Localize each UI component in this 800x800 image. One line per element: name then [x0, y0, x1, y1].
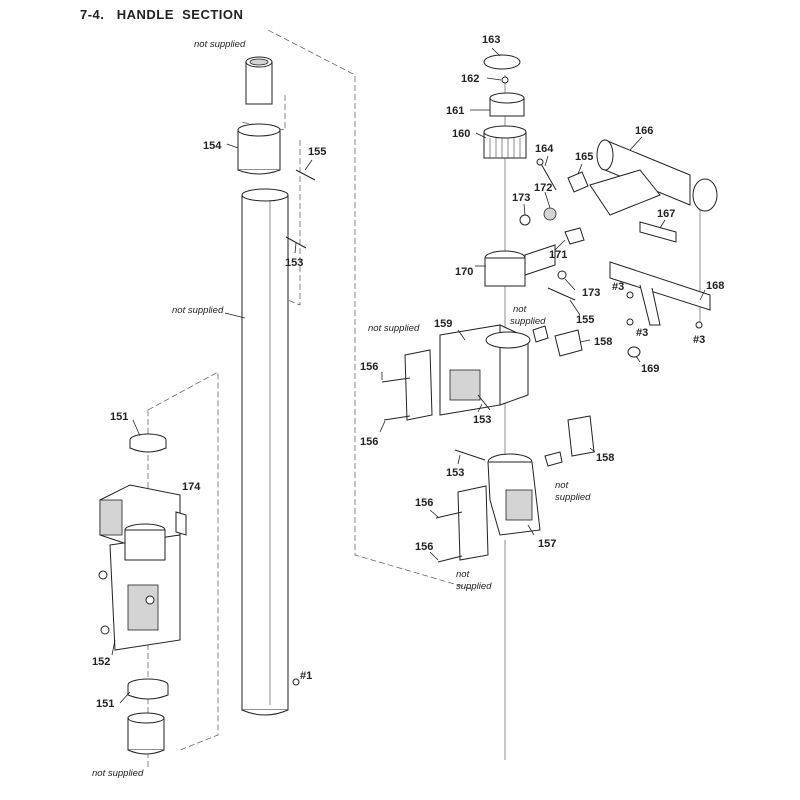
screw-1 — [292, 678, 300, 686]
bushing-169 — [627, 346, 641, 358]
pins-left — [285, 169, 316, 249]
label-screw-1: #1 — [300, 670, 312, 682]
label-172: 172 — [534, 182, 552, 194]
label-173-lower: 173 — [582, 287, 600, 299]
note-not-supplied-plate-lower-line2: supplied — [456, 581, 492, 592]
section-title: 7-4. HANDLE SECTION — [80, 7, 244, 22]
label-164: 164 — [535, 143, 554, 155]
label-154: 154 — [203, 140, 222, 152]
pin-153-lower — [454, 449, 486, 461]
label-162: 162 — [461, 73, 479, 85]
label-151-upper: 151 — [110, 411, 128, 423]
bracket-159 — [439, 324, 531, 416]
latch-158-lower — [567, 415, 595, 457]
label-161: 161 — [446, 105, 464, 117]
label-156-c: 156 — [415, 497, 433, 509]
label-screw-3b: #3 — [636, 327, 648, 339]
note-not-supplied-top: not supplied — [194, 39, 246, 50]
note-not-supplied-part-upper-line1: not — [513, 304, 527, 315]
note-not-supplied-plate-lower-line1: not — [456, 569, 470, 580]
note-not-supplied-part-lower-line2: supplied — [555, 492, 591, 503]
label-155-right: 155 — [576, 314, 594, 326]
label-155-left: 155 — [308, 146, 326, 158]
label-170: 170 — [455, 266, 473, 278]
part-lower-not-supplied — [544, 451, 563, 467]
bottom-cap — [127, 712, 165, 755]
bracket-168 — [609, 261, 711, 326]
note-not-supplied-part-upper-line2: supplied — [510, 316, 546, 327]
label-173-upper: 173 — [512, 192, 530, 204]
note-not-supplied-bottom: not supplied — [92, 768, 144, 779]
label-157: 157 — [538, 538, 556, 550]
part-labels: 154 155 153 151 174 152 151 #1 163 162 1… — [92, 34, 724, 710]
label-156-a: 156 — [360, 361, 378, 373]
label-163: 163 — [482, 34, 500, 46]
note-not-supplied-plate-upper: not supplied — [368, 323, 420, 334]
latch-158-upper — [554, 329, 583, 357]
bracket-152 — [98, 484, 181, 651]
clip-165 — [567, 171, 589, 193]
washer-162 — [501, 76, 509, 84]
label-158-upper: 158 — [594, 336, 612, 348]
label-166: 166 — [635, 125, 653, 137]
label-174: 174 — [182, 481, 201, 493]
main-tube — [241, 188, 289, 716]
part-173-lower — [557, 270, 567, 280]
label-168: 168 — [706, 280, 724, 292]
note-not-supplied-tube: not supplied — [172, 305, 224, 316]
screws-156-upper — [381, 377, 411, 421]
label-156-d: 156 — [415, 541, 433, 553]
label-156-b: 156 — [360, 436, 378, 448]
plate-upper-not-supplied — [404, 349, 433, 421]
label-167: 167 — [657, 208, 675, 220]
cap-163 — [483, 54, 521, 70]
label-screw-3c: #3 — [693, 334, 705, 346]
ring-151-lower — [127, 678, 169, 700]
label-153-lower: 153 — [446, 467, 464, 479]
label-159: 159 — [434, 318, 452, 330]
screw-164 — [536, 158, 557, 191]
label-153-mid: 153 — [473, 414, 491, 426]
t-handle-166 — [589, 139, 718, 216]
ring-151-upper — [129, 433, 167, 453]
part-171 — [564, 227, 585, 245]
part-172 — [543, 207, 557, 221]
part-173-upper — [519, 214, 531, 226]
not-supplied-notes: not supplied not supplied not supplied n… — [92, 39, 591, 779]
collar-154 — [237, 123, 281, 175]
plate-lower-not-supplied — [457, 485, 489, 561]
bracket-157 — [487, 453, 541, 536]
clamp-170 — [484, 244, 556, 287]
leader-lines — [111, 47, 706, 704]
lever-167 — [639, 221, 677, 243]
pin-153-mid — [477, 394, 491, 411]
screws-3 — [626, 291, 703, 329]
knurled-ring-160 — [483, 125, 527, 159]
pin-155-right — [547, 287, 576, 301]
label-171: 171 — [549, 249, 567, 261]
top-plug — [245, 56, 273, 105]
label-165: 165 — [575, 151, 593, 163]
ring-161 — [489, 92, 525, 117]
screws-156-lower — [435, 511, 463, 563]
label-153-upper: 153 — [285, 257, 303, 269]
label-158-lower: 158 — [596, 452, 614, 464]
label-174 — [175, 511, 187, 536]
label-169: 169 — [641, 363, 659, 375]
label-screw-3a: #3 — [612, 281, 624, 293]
label-152: 152 — [92, 656, 110, 668]
label-160: 160 — [452, 128, 470, 140]
label-151-lower: 151 — [96, 698, 114, 710]
part-upper-not-supplied — [532, 325, 549, 343]
note-not-supplied-part-lower-line1: not — [555, 480, 569, 491]
